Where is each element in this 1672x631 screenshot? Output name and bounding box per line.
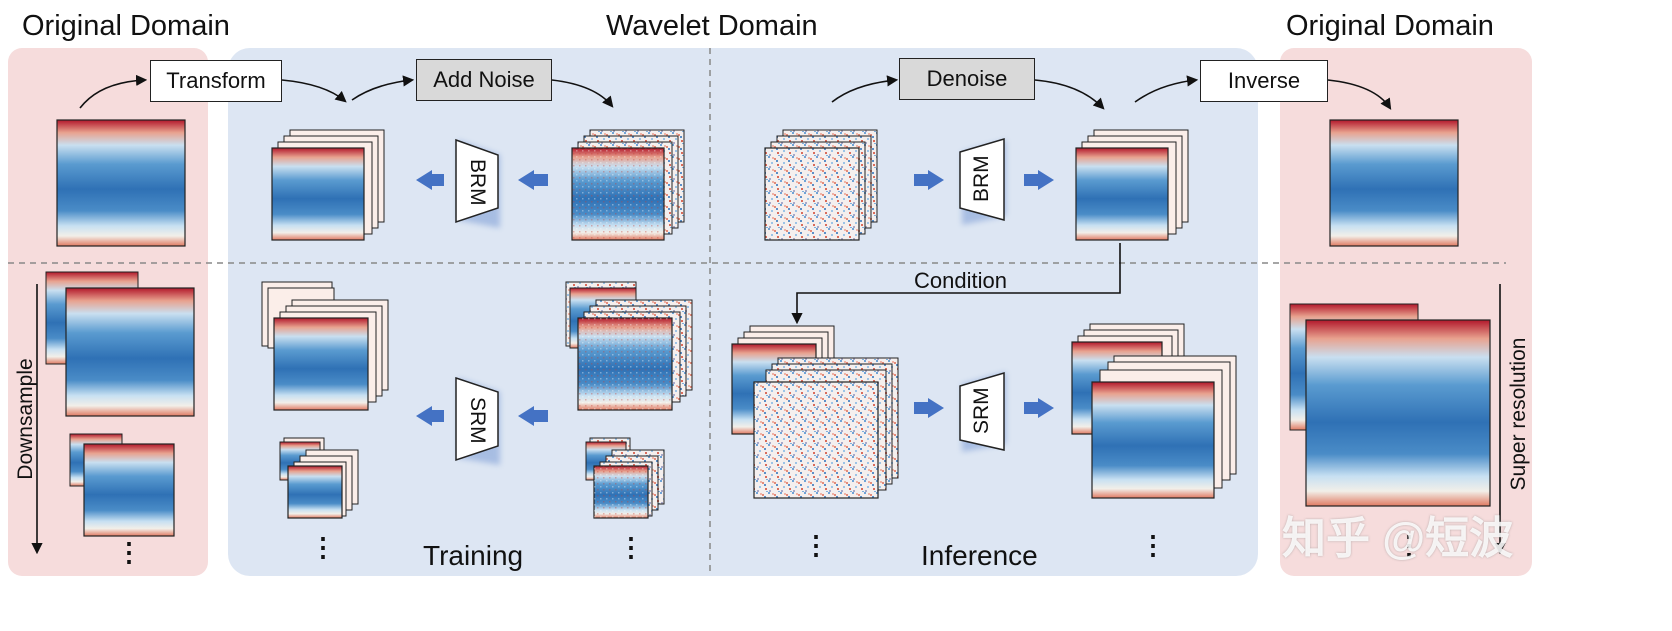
blue-arrow-left-3 bbox=[416, 406, 444, 426]
title-original-domain-left: Original Domain bbox=[22, 10, 230, 42]
training-stack-clean-large bbox=[261, 281, 389, 411]
ellipsis-training-right: ⋮ bbox=[618, 532, 644, 562]
blue-arrow-left-4 bbox=[518, 406, 548, 426]
ellipsis-downsample: ⋮ bbox=[116, 537, 142, 567]
srm-label-training: SRM bbox=[466, 397, 489, 444]
ellipsis-inference-left: ⋮ bbox=[803, 530, 829, 560]
noise-stack-inference bbox=[764, 129, 878, 241]
side-arrows bbox=[31, 284, 1506, 555]
srm-module-inference bbox=[959, 371, 1006, 452]
training-stack-noisy-small bbox=[585, 437, 665, 519]
condition-connector bbox=[791, 243, 1121, 325]
title-original-domain-right: Original Domain bbox=[1286, 10, 1494, 42]
srm-label-inference: SRM bbox=[970, 387, 993, 434]
add-noise-box: Add Noise bbox=[416, 59, 552, 101]
brm-label-inference: BRM bbox=[970, 155, 993, 202]
blue-arrow-left-1 bbox=[416, 170, 444, 190]
condition-label: Condition bbox=[914, 268, 1007, 293]
wavelet-stack-noisy-1 bbox=[571, 129, 685, 241]
inference-condition-noise-stack bbox=[731, 325, 899, 499]
blue-arrow-right-1 bbox=[914, 170, 944, 190]
downsample-pyramid bbox=[45, 271, 195, 537]
super-resolution-label: Super resolution bbox=[1507, 337, 1530, 491]
downsample-label: Downsample bbox=[14, 358, 37, 480]
ellipsis-training-left: ⋮ bbox=[310, 532, 336, 562]
training-stack-clean-small bbox=[279, 437, 359, 519]
brm-module-inference bbox=[959, 137, 1006, 225]
wavelet-stack-denoised bbox=[1075, 129, 1189, 241]
training-stack-noisy-large bbox=[565, 281, 693, 411]
inverse-box: Inverse bbox=[1200, 60, 1328, 102]
original-field-top-right bbox=[1329, 119, 1459, 247]
denoise-box: Denoise bbox=[899, 58, 1035, 100]
inference-caption: Inference bbox=[921, 540, 1038, 571]
watermark: 知乎 @短波 bbox=[1282, 514, 1514, 563]
brm-module-training bbox=[455, 138, 500, 228]
inference-output-stack bbox=[1071, 323, 1237, 499]
blue-arrow-left-2 bbox=[518, 170, 548, 190]
blue-arrow-right-4 bbox=[1024, 398, 1054, 418]
title-wavelet-domain: Wavelet Domain bbox=[606, 10, 818, 42]
transform-box: Transform bbox=[150, 60, 282, 102]
super-resolution-output bbox=[1289, 303, 1491, 507]
brm-label-training: BRM bbox=[466, 159, 489, 206]
blue-arrow-right-3 bbox=[914, 398, 944, 418]
flow-arrows bbox=[79, 74, 1392, 110]
ellipsis-inference-right: ⋮ bbox=[1140, 530, 1166, 560]
original-field-top-left bbox=[56, 119, 186, 247]
blue-arrows bbox=[416, 170, 1054, 426]
srm-module-training bbox=[455, 376, 500, 465]
blue-arrow-right-2 bbox=[1024, 170, 1054, 190]
wavelet-stack-clean-1 bbox=[271, 129, 385, 241]
training-caption: Training bbox=[423, 540, 524, 571]
